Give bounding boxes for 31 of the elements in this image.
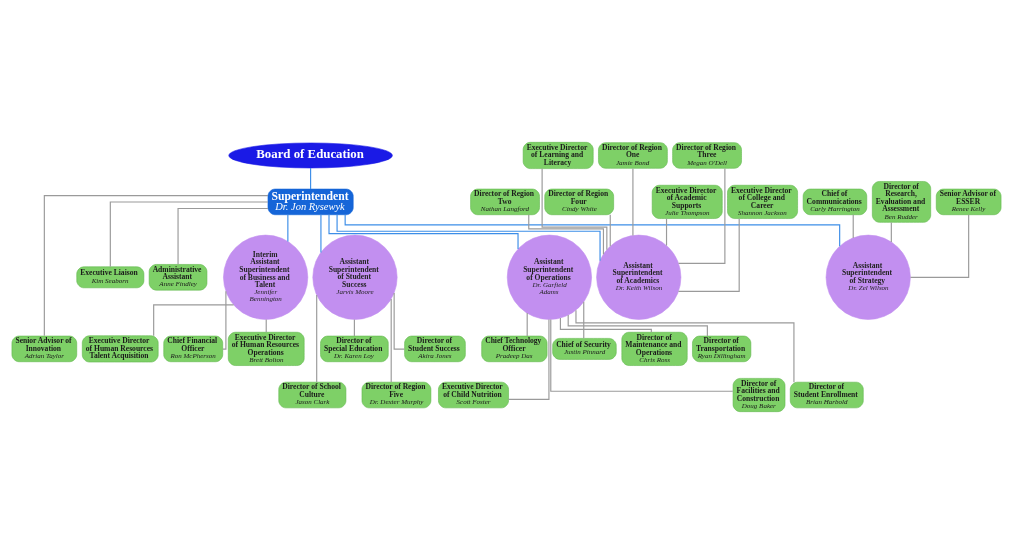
connector bbox=[582, 301, 584, 339]
connector bbox=[526, 312, 528, 337]
connector bbox=[574, 309, 794, 383]
connector bbox=[109, 201, 268, 268]
connector bbox=[152, 304, 234, 337]
connector bbox=[665, 218, 667, 247]
connector bbox=[527, 214, 604, 255]
connector bbox=[852, 214, 854, 239]
connector bbox=[176, 207, 268, 265]
connector bbox=[677, 218, 740, 292]
node-ellipse: Board of Education bbox=[228, 142, 393, 169]
connector bbox=[327, 214, 519, 250]
connector bbox=[309, 167, 311, 190]
connector bbox=[390, 298, 392, 383]
connector bbox=[286, 214, 288, 243]
connector bbox=[890, 221, 892, 243]
connector bbox=[559, 317, 652, 333]
connector bbox=[609, 214, 611, 247]
connector bbox=[336, 214, 601, 262]
connector bbox=[507, 318, 549, 400]
connector bbox=[344, 214, 840, 247]
node-box: Superintendent Dr. Jon Rysewyk bbox=[267, 188, 353, 216]
connector bbox=[677, 167, 725, 264]
connector bbox=[567, 314, 708, 337]
connector bbox=[631, 167, 633, 237]
connector bbox=[221, 290, 226, 350]
connector bbox=[909, 214, 969, 278]
connector bbox=[315, 294, 317, 383]
connector bbox=[393, 292, 405, 350]
connector bbox=[319, 214, 321, 254]
connector bbox=[541, 168, 607, 251]
